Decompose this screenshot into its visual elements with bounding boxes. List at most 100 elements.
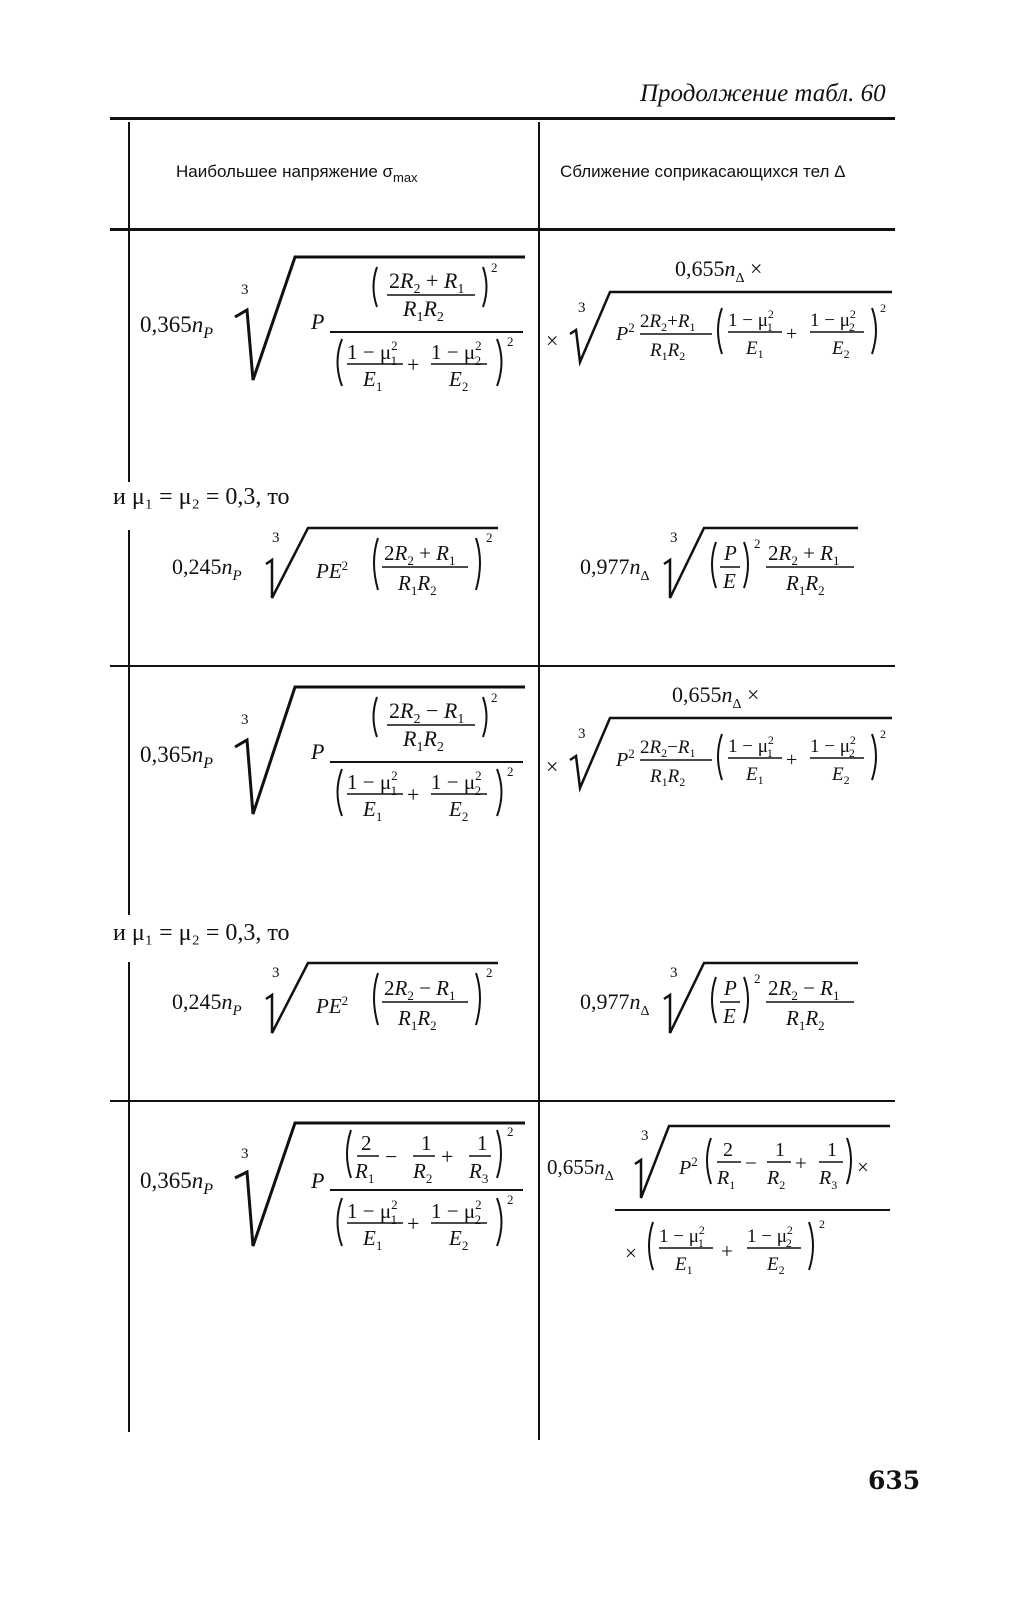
- svg-text:E2: E2: [831, 764, 850, 787]
- svg-text:2R2 − R1: 2R2 − R1: [768, 976, 840, 1003]
- formula-stress-special-1: 0,245nP 3 PE2 2R2 + R1 R1R2 2: [172, 526, 498, 599]
- svg-text:P2: P2: [615, 320, 635, 345]
- svg-text:R1R2: R1R2: [785, 571, 825, 598]
- table-continuation-note: Продолжение табл. 60: [640, 80, 886, 107]
- svg-text:R1R2: R1R2: [397, 1006, 437, 1033]
- svg-text:E1: E1: [745, 338, 764, 361]
- svg-text:2R2−R1: 2R2−R1: [640, 737, 695, 760]
- condition-text: и μ₁ = μ₂ = 0,3, то: [113, 484, 290, 510]
- svg-text:2: 2: [491, 260, 498, 275]
- svg-text:1 − μ21: 1 − μ21: [728, 733, 774, 760]
- svg-text:2: 2: [486, 530, 493, 545]
- svg-text:R1R2: R1R2: [402, 296, 444, 325]
- svg-text:3: 3: [241, 282, 249, 298]
- column-heading-stress-text: Наибольшее напряжение σ: [176, 162, 393, 181]
- column-heading-stress-subscript: max: [393, 170, 418, 185]
- svg-text:+: +: [441, 1144, 453, 1169]
- svg-text:3: 3: [241, 712, 249, 728]
- svg-text:0,245nP: 0,245nP: [172, 989, 242, 1019]
- svg-text:R1R2: R1R2: [785, 1006, 825, 1033]
- svg-text:PE2: PE2: [315, 558, 348, 583]
- svg-text:R3: R3: [468, 1159, 488, 1186]
- svg-text:R1R2: R1R2: [649, 766, 685, 789]
- svg-text:1 − μ21: 1 − μ21: [347, 768, 398, 798]
- svg-text:0,655nΔ: 0,655nΔ: [547, 1155, 614, 1184]
- svg-text:1 − μ22: 1 − μ22: [810, 733, 856, 760]
- svg-text:E2: E2: [831, 338, 850, 361]
- svg-text:−: −: [385, 1144, 397, 1169]
- svg-text:E1: E1: [362, 1226, 382, 1253]
- svg-text:E2: E2: [448, 797, 468, 824]
- svg-text:R3: R3: [818, 1167, 837, 1192]
- svg-text:3: 3: [670, 530, 678, 546]
- svg-text:3: 3: [241, 1146, 249, 1162]
- svg-text:+: +: [721, 1239, 733, 1263]
- svg-text:+: +: [407, 782, 419, 807]
- svg-text:3: 3: [578, 726, 586, 742]
- svg-text:2: 2: [507, 1192, 514, 1207]
- svg-text:×: ×: [857, 1155, 869, 1179]
- svg-text:R1R2: R1R2: [402, 726, 444, 755]
- svg-text:E1: E1: [745, 764, 764, 787]
- svg-text:1 − μ22: 1 − μ22: [431, 1197, 482, 1227]
- svg-text:+: +: [407, 352, 419, 377]
- svg-text:+: +: [786, 323, 797, 345]
- left-border-line: [128, 530, 130, 915]
- svg-text:P: P: [310, 1168, 324, 1193]
- svg-text:2: 2: [507, 334, 514, 349]
- svg-text:+: +: [795, 1151, 807, 1175]
- svg-text:+: +: [786, 749, 797, 771]
- svg-text:2: 2: [754, 971, 761, 986]
- svg-text:E2: E2: [766, 1254, 785, 1277]
- svg-text:0,365nP: 0,365nP: [140, 1168, 213, 1198]
- page-number: 635: [868, 1466, 921, 1495]
- section-divider-rule: [110, 1100, 895, 1102]
- svg-text:1 − μ21: 1 − μ21: [347, 1197, 398, 1227]
- svg-text:2R2 + R1: 2R2 + R1: [389, 268, 464, 297]
- svg-text:1 − μ22: 1 − μ22: [431, 338, 482, 368]
- formula-approach-special-1: 0,977nΔ 3 P E 2 2R2 + R1 R1R2: [580, 526, 858, 599]
- svg-text:1 − μ22: 1 − μ22: [747, 1223, 793, 1250]
- svg-text:1: 1: [421, 1131, 432, 1155]
- svg-text:0,365nP: 0,365nP: [140, 742, 213, 772]
- formula-approach-3: 0,655nΔ 3 P2 2 R1 − 1 R2 + 1 R3 × × 1 − …: [547, 1124, 890, 1277]
- svg-text:E1: E1: [362, 367, 382, 394]
- svg-text:1 − μ22: 1 − μ22: [810, 307, 856, 334]
- svg-text:0,655nΔ ×: 0,655nΔ ×: [672, 682, 759, 712]
- svg-text:E: E: [722, 1004, 736, 1028]
- svg-text:2: 2: [880, 301, 886, 315]
- svg-text:0,977nΔ: 0,977nΔ: [580, 554, 650, 584]
- svg-text:0,365nP: 0,365nP: [140, 312, 213, 342]
- section-divider-rule: [110, 665, 895, 667]
- svg-text:×: ×: [546, 328, 558, 353]
- svg-text:2R2 − R1: 2R2 − R1: [389, 698, 464, 727]
- svg-text:E1: E1: [362, 797, 382, 824]
- svg-text:R1R2: R1R2: [397, 571, 437, 598]
- svg-text:2: 2: [507, 1124, 514, 1139]
- svg-text:2: 2: [486, 965, 493, 980]
- svg-text:R2: R2: [412, 1159, 432, 1186]
- svg-text:1: 1: [477, 1131, 488, 1155]
- svg-text:R1: R1: [716, 1167, 735, 1192]
- svg-text:2: 2: [491, 690, 498, 705]
- svg-text:P: P: [723, 976, 737, 1000]
- svg-text:2: 2: [819, 1217, 825, 1231]
- svg-text:3: 3: [578, 300, 586, 316]
- svg-text:E1: E1: [674, 1254, 693, 1277]
- svg-text:1 − μ21: 1 − μ21: [347, 338, 398, 368]
- svg-text:R1R2: R1R2: [649, 340, 685, 363]
- svg-text:1: 1: [775, 1139, 785, 1161]
- table-top-rule: [110, 117, 895, 120]
- svg-text:E: E: [722, 569, 736, 593]
- svg-text:1 − μ21: 1 − μ21: [659, 1223, 705, 1250]
- svg-text:×: ×: [625, 1241, 637, 1265]
- svg-text:2R2 + R1: 2R2 + R1: [384, 541, 456, 568]
- formula-stress-special-2: 0,245nP 3 PE2 2R2 − R1 R1R2 2: [172, 961, 498, 1034]
- svg-text:0,245nP: 0,245nP: [172, 554, 242, 584]
- svg-text:P: P: [310, 309, 324, 334]
